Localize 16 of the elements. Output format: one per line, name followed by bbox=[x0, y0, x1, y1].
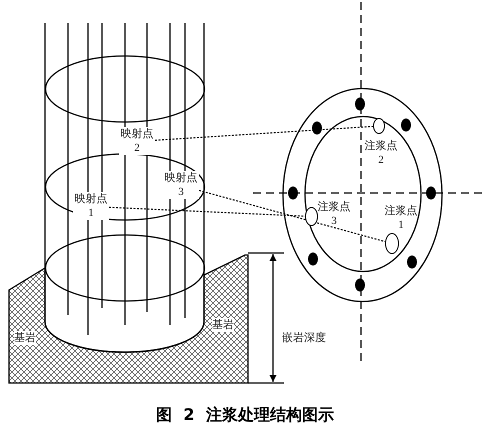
dimension-label: 嵌岩深度 bbox=[282, 331, 326, 345]
dotted-line bbox=[198, 190, 386, 242]
hole-label: 注浆点 1 bbox=[384, 204, 418, 232]
mapping-point-label: 映射点 1 bbox=[73, 192, 109, 220]
rock-label: 基岩 bbox=[14, 331, 36, 345]
hole-label: 注浆点 3 bbox=[316, 200, 352, 228]
hole-label: 注浆点 2 bbox=[364, 139, 398, 167]
mapping-point-label: 映射点 2 bbox=[119, 127, 155, 155]
dotted-line bbox=[154, 126, 374, 141]
mapping-point-label: 映射点 3 bbox=[163, 171, 199, 199]
dotted-line bbox=[108, 206, 306, 217]
grout-hole bbox=[385, 233, 399, 254]
figure-caption: 图 2 注浆处理结构图示 bbox=[154, 405, 336, 426]
grout-hole bbox=[305, 207, 318, 226]
grout-hole bbox=[373, 118, 385, 134]
rock-label: 基岩 bbox=[212, 318, 234, 332]
